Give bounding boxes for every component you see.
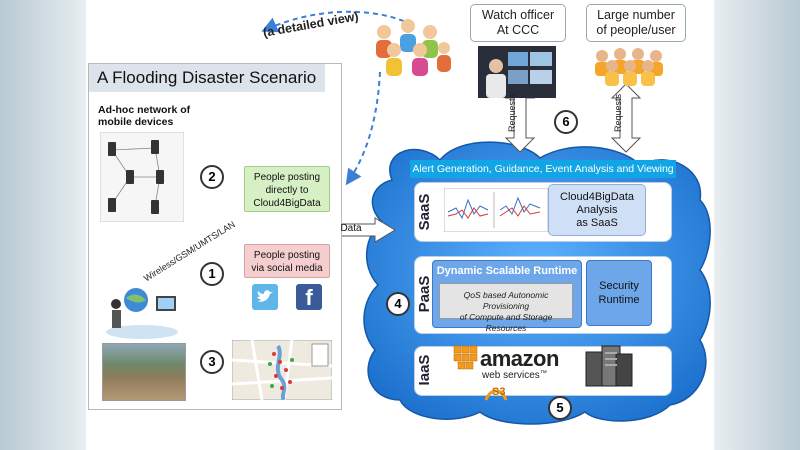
step-5-badge: 5 (548, 396, 572, 420)
crowd-icon (595, 48, 663, 86)
watch-officer-photo (478, 46, 556, 98)
panel-title: A Flooding Disaster Scenario (89, 64, 325, 92)
posting-social-box: People posting via social media (244, 244, 330, 278)
s3-label: S3 (492, 386, 506, 398)
step-4-badge: 4 (386, 292, 410, 316)
adhoc-label: Ad-hoc network of mobile devices (98, 104, 191, 128)
requests-label-left: Requests (507, 93, 517, 132)
twitter-icon (252, 284, 278, 310)
right-background-strip (714, 0, 800, 450)
mobile-device-icon (151, 200, 159, 214)
data-label: Data (340, 223, 362, 234)
user-computer-icon (106, 288, 178, 339)
watch-officer-box: Watch officer At CCC (470, 4, 566, 42)
facebook-icon: f (296, 284, 322, 310)
iaas-label: IaaS (416, 354, 433, 386)
step-6-badge: 6 (554, 110, 578, 134)
flood-map (232, 340, 332, 400)
people-to-panel-arrow (345, 71, 381, 186)
requests-arrow-right (610, 83, 642, 153)
detailed-view-arrow (261, 10, 413, 33)
cloud4bigdata-analysis-box: Cloud4BigData Analysis as SaaS (548, 184, 646, 236)
large-number-box: Large number of people/user (586, 4, 686, 42)
requests-label-right: Requests (613, 93, 623, 132)
saas-label: SaaS (416, 193, 433, 231)
mobile-device-icon (156, 170, 164, 184)
flood-photo (102, 343, 186, 401)
dynamic-runtime-box: Dynamic Scalable Runtime QoS based Auton… (432, 260, 582, 333)
mobile-device-icon (108, 142, 116, 156)
mobile-device-icon (126, 170, 134, 184)
qos-provisioning-box: QoS based Autonomic Provisioning of Comp… (439, 283, 573, 333)
step-1-badge: 1 (200, 262, 224, 286)
left-background-strip (0, 0, 86, 450)
server-rack-icon (585, 345, 633, 387)
mobile-device-icon (108, 198, 116, 212)
webservices-logo-text: web services™ (482, 370, 547, 381)
step-2-badge: 2 (200, 165, 224, 189)
adhoc-network-diagram (100, 132, 184, 222)
amazon-logo-text: amazon (480, 346, 559, 371)
mobile-device-icon (151, 140, 159, 154)
people-group-icon (376, 19, 451, 76)
posting-direct-box: People posting directly to Cloud4BigData (244, 166, 330, 212)
security-runtime-box: Security Runtime (586, 260, 652, 326)
saas-chart-thumbnail (444, 188, 548, 232)
aws-cubes-icon (453, 345, 478, 370)
step-3-badge: 3 (200, 350, 224, 374)
s3-icon (484, 389, 508, 401)
alert-bar: Alert Generation, Guidance, Event Analys… (410, 160, 676, 178)
dynamic-runtime-title: Dynamic Scalable Runtime (436, 265, 578, 277)
